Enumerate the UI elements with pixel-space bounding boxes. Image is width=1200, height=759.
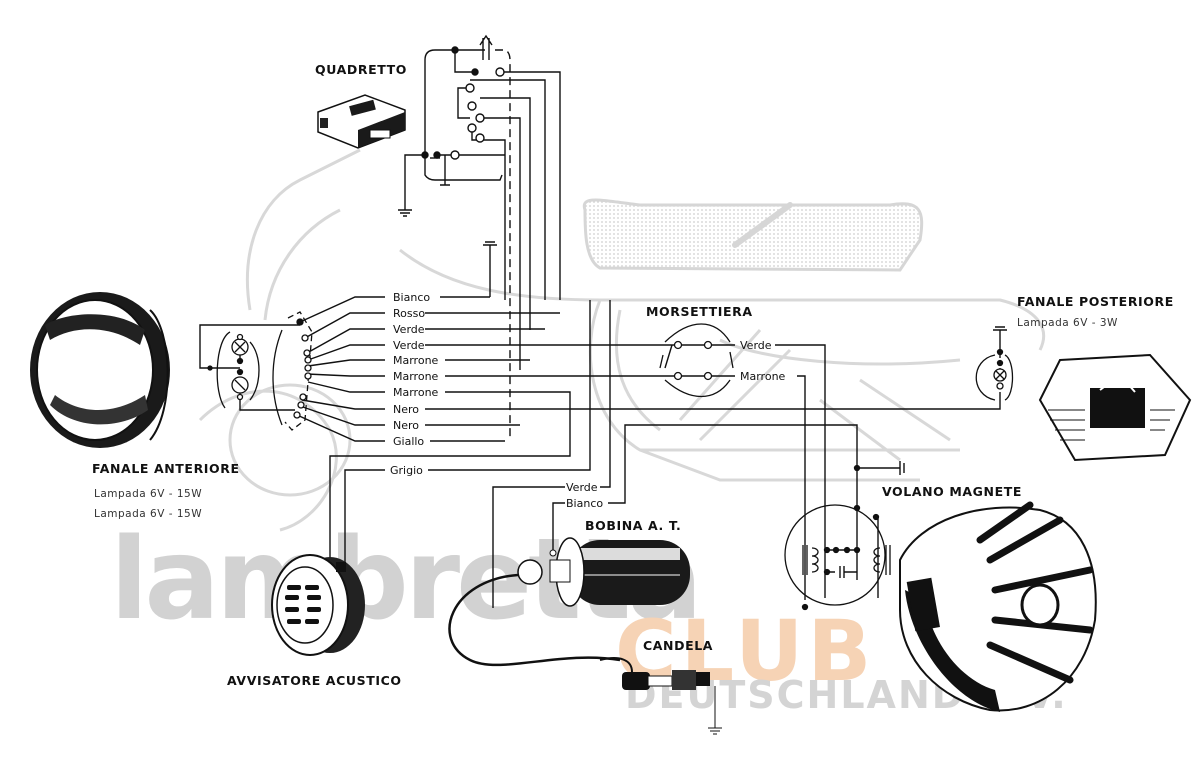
wire-label-grigio: Grigio (390, 464, 423, 477)
front-headlamp-illustration (30, 292, 170, 448)
wiring (199, 49, 1007, 608)
spark-plug-illustration (599, 657, 722, 735)
ignition-coil-illustration (448, 537, 690, 667)
tail-lamp-illustration (1038, 353, 1192, 462)
front-lamp-schematic (207, 331, 260, 409)
fanale-anteriore-lamp-1: Lampada 6V - 15W (94, 488, 202, 500)
fanale-anteriore-lamp-2: Lampada 6V - 15W (94, 508, 202, 520)
fanale-posteriore-title: FANALE POSTERIORE (1017, 294, 1174, 309)
avvisatore-title: AVVISATORE ACUSTICO (227, 673, 402, 688)
quadretto-title: QUADRETTO (315, 62, 407, 77)
volano-magnete-schematic (784, 464, 891, 611)
scooter-seat-background (582, 198, 924, 272)
horn-illustration (271, 554, 365, 656)
tail-lamp-schematic (975, 348, 1014, 401)
bobina-wire-bianco: Bianco (566, 497, 603, 510)
morsettiera-schematic (659, 323, 734, 398)
wire-label-giallo: Giallo (393, 435, 424, 448)
quadretto-illustration (317, 94, 406, 149)
wire-label-marrone-2: Marrone (393, 370, 439, 383)
harness-connector (272, 311, 313, 431)
fanale-posteriore-lamp: Lampada 6V - 3W (1017, 317, 1118, 329)
wire-label-marrone-1: Marrone (393, 354, 439, 367)
volano-magnete-title: VOLANO MAGNETE (882, 484, 1022, 499)
morsettiera-wire-verde: Verde (740, 339, 772, 352)
morsettiera-wire-marrone: Marrone (740, 370, 786, 383)
wire-label-bianco: Bianco (393, 291, 430, 304)
wire-label-verde-1: Verde (393, 323, 425, 336)
fanale-anteriore-title: FANALE ANTERIORE (92, 461, 240, 476)
wire-label-nero-1: Nero (393, 403, 419, 416)
wire-label-verde-2: Verde (393, 339, 425, 352)
candela-title: CANDELA (643, 638, 713, 653)
wire-label-marrone-3: Marrone (393, 386, 439, 399)
quadretto-schematic (421, 34, 505, 160)
scooter-outline-background (198, 148, 1046, 532)
flywheel-illustration (899, 501, 1097, 712)
bobina-title: BOBINA A. T. (585, 518, 681, 533)
bobina-wire-verde: Verde (566, 481, 598, 494)
morsettiera-title: MORSETTIERA (646, 304, 753, 319)
wire-label-nero-2: Nero (393, 419, 419, 432)
wire-label-rosso: Rosso (393, 307, 425, 320)
